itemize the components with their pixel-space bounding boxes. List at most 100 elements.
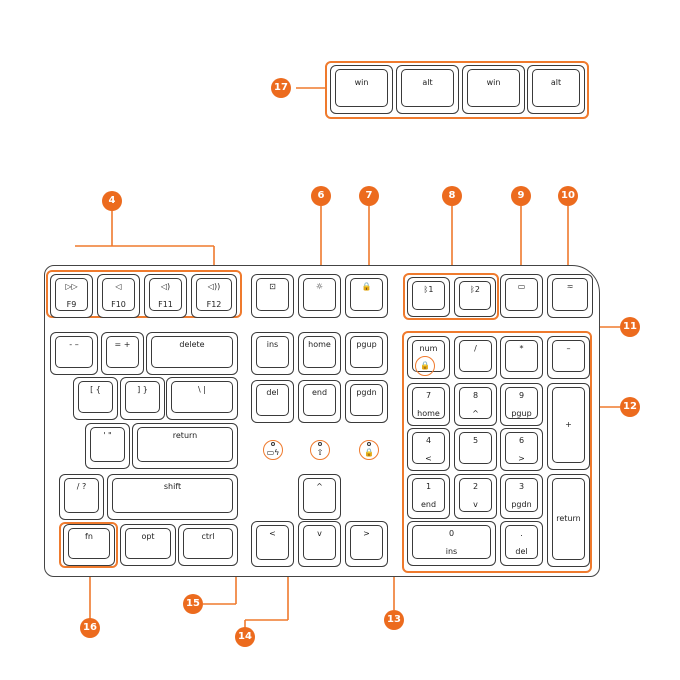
key-quote[interactable]: ' " <box>85 423 130 469</box>
key-label-primary: = + <box>102 340 143 349</box>
key-f10[interactable]: ◁F10 <box>97 274 140 318</box>
key-bt2[interactable]: ᛒ2 <box>454 277 496 317</box>
key-rbracket[interactable]: ] } <box>120 377 165 420</box>
key-mode[interactable]: ▭ <box>500 274 543 318</box>
key-label-primary: ctrl <box>179 532 237 541</box>
callout-badge-17: 17 <box>271 78 291 98</box>
key-opt[interactable]: opt <box>120 524 176 566</box>
key-minus[interactable]: - – <box>50 332 98 375</box>
key-label-primary: 7 <box>408 391 449 400</box>
key-lbracket[interactable]: [ { <box>73 377 118 420</box>
key-equal[interactable]: = + <box>101 332 144 375</box>
key-label-primary: . <box>501 529 542 538</box>
key-label-secondary: pgdn <box>501 500 542 509</box>
key-label-primary: return <box>133 431 237 440</box>
key-label-secondary: v <box>455 500 496 509</box>
key-np-div[interactable]: / <box>454 336 497 379</box>
key-np5[interactable]: 5 <box>454 428 497 471</box>
key-backslash[interactable]: \ | <box>166 377 238 420</box>
callout-badge-13: 13 <box>384 610 404 630</box>
key-label-secondary: > <box>501 454 542 463</box>
key-ins[interactable]: ins <box>251 332 294 375</box>
key-backlight[interactable]: ≂ <box>547 274 593 318</box>
key-home[interactable]: home <box>298 332 341 375</box>
key-end[interactable]: end <box>298 380 341 423</box>
key-label-primary: ins <box>252 340 293 349</box>
key-ctrl[interactable]: ctrl <box>178 524 238 566</box>
callout-badge-11: 11 <box>620 317 640 337</box>
key-label-primary: end <box>299 388 340 397</box>
key-fn[interactable]: fn <box>63 524 115 566</box>
key-np-ret[interactable]: return <box>547 474 590 567</box>
key-label-primary: fn <box>64 532 114 541</box>
key-label-primary: 🔒 <box>346 282 387 291</box>
num-key-lock-indicator: 🔒 <box>415 356 435 376</box>
key-np-mul[interactable]: * <box>500 336 543 379</box>
key-np4[interactable]: 4< <box>407 428 450 471</box>
callout-badge-16: 16 <box>80 618 100 638</box>
num-lock-icon: 🔒 <box>360 448 378 457</box>
key-np8[interactable]: 8^ <box>454 383 497 426</box>
key-left[interactable]: < <box>251 521 294 567</box>
key-lock[interactable]: 🔒 <box>345 274 388 318</box>
key-screenshot[interactable]: ⊡ <box>251 274 294 318</box>
key-del[interactable]: del <box>251 380 294 423</box>
key-label-primary: / <box>455 344 496 353</box>
key-np-sub[interactable]: – <box>547 336 590 379</box>
key-down[interactable]: v <box>298 521 341 567</box>
alt-key-label: win <box>331 78 392 87</box>
key-label-primary: 5 <box>455 436 496 445</box>
callout-badge-6: 6 <box>311 186 331 206</box>
caps-lock-icon: ⇧ <box>311 448 329 457</box>
key-right[interactable]: > <box>345 521 388 567</box>
key-label-primary: * <box>501 344 542 353</box>
key-np-dot[interactable]: . del <box>500 521 543 566</box>
key-label-primary: ' " <box>86 431 129 440</box>
key-label-primary: 2 <box>455 482 496 491</box>
key-np6[interactable]: 6> <box>500 428 543 471</box>
alt-alt-key[interactable]: alt <box>396 65 459 114</box>
key-pgup[interactable]: pgup <box>345 332 388 375</box>
alt-win-key[interactable]: win <box>462 65 525 114</box>
key-label-secondary: del <box>501 547 542 556</box>
key-np-add[interactable]: + <box>547 383 590 470</box>
key-slash[interactable]: / ? <box>59 474 104 520</box>
key-f12[interactable]: ◁))F12 <box>191 274 237 318</box>
key-f9[interactable]: ▷▷F9 <box>50 274 93 318</box>
key-light[interactable]: ☼ <box>298 274 341 318</box>
key-label-primary: ◁)) <box>192 282 236 291</box>
alt-key-label: win <box>463 78 524 87</box>
key-label-primary: ◁) <box>145 282 186 291</box>
alt-alt-key[interactable]: alt <box>527 65 585 114</box>
key-label-primary: 9 <box>501 391 542 400</box>
alt-win-key[interactable]: win <box>330 65 393 114</box>
key-f11[interactable]: ◁)F11 <box>144 274 187 318</box>
key-shift[interactable]: shift <box>107 474 238 520</box>
key-label-primary: return <box>548 514 589 523</box>
key-label-primary: pgup <box>346 340 387 349</box>
key-label-primary: delete <box>147 340 237 349</box>
key-label-primary: ^ <box>299 482 340 491</box>
key-return[interactable]: return <box>132 423 238 469</box>
key-np9[interactable]: 9 pgup <box>500 383 543 426</box>
key-label-primary: \ | <box>167 385 237 394</box>
key-label-primary: ▷▷ <box>51 282 92 291</box>
key-bt1[interactable]: ᛒ1 <box>407 277 450 317</box>
key-up[interactable]: ^ <box>298 474 341 520</box>
key-label-secondary: pgup <box>501 409 542 418</box>
key-delete[interactable]: delete <box>146 332 238 375</box>
battery-indicator: ▭ϟ <box>263 440 283 460</box>
key-label-primary: – <box>548 344 589 353</box>
key-pgdn[interactable]: pgdn <box>345 380 388 423</box>
callout-badge-4: 4 <box>102 191 122 211</box>
caps-lock-indicator: ⇧ <box>310 440 330 460</box>
key-label-secondary: end <box>408 500 449 509</box>
alt-key-label: alt <box>397 78 458 87</box>
key-label-primary: 0 <box>408 529 495 538</box>
